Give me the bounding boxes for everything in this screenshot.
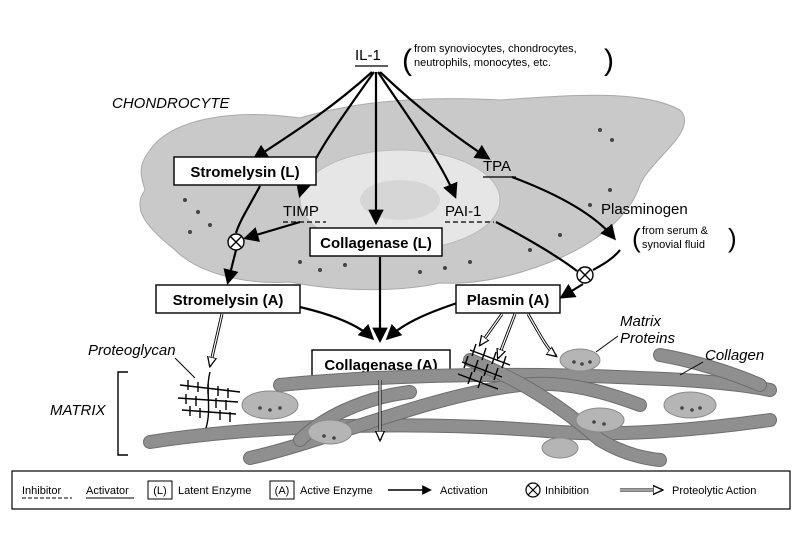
pai1-label: PAI-1 <box>445 203 481 220</box>
plasminogen-origin-line1: from serum & <box>642 225 709 237</box>
il1-origin-line1: from synoviocytes, chondrocytes, <box>414 43 577 55</box>
chondrocyte-label: CHONDROCYTE <box>112 95 230 112</box>
legend-latent-text: Latent Enzyme <box>178 485 251 497</box>
legend-inhibition: Inhibition <box>545 485 589 497</box>
matrix-label: MATRIX <box>50 402 107 419</box>
legend-inhibition-icon <box>525 482 541 498</box>
matrix-bracket <box>117 371 128 456</box>
collagen-label: Collagen <box>705 347 764 364</box>
plasminogen-origin-bracket-right: ) <box>728 223 737 253</box>
collagenase-latent-label: Collagenase (L) <box>320 235 432 252</box>
plasminogen-origin-bracket-left: ( <box>632 223 641 253</box>
plasmin-active-box <box>455 284 561 314</box>
plasminogen-label: Plasminogen <box>601 201 688 218</box>
matrix-proteins-label-line1: Matrix <box>620 313 661 330</box>
matrix-protein-globules <box>241 348 717 459</box>
collagen-pointer <box>679 361 704 376</box>
proteoglycan-right <box>457 343 511 390</box>
legend-latent-symbol-box <box>147 480 173 500</box>
matrix-proteins-pointer <box>595 335 619 353</box>
timp-label: TIMP <box>283 203 319 220</box>
il1-origin-bracket-right: ) <box>604 44 614 77</box>
proteoglycan-left <box>177 371 241 429</box>
legend-inhibitor: Inhibitor <box>22 485 61 497</box>
il1-origin-line2: neutrophils, monocytes, etc. <box>414 57 551 69</box>
legend-proteolytic: Proteolytic Action <box>672 485 756 497</box>
legend: Inhibitor Activator (L) Latent Enzyme (A… <box>11 470 791 510</box>
legend-active-symbol-box <box>269 480 295 500</box>
plasmin-active-label: Plasmin (A) <box>467 292 550 309</box>
matrix-proteins-label-line2: Proteins <box>620 330 676 347</box>
nucleolus <box>360 180 440 220</box>
cell-granules <box>183 128 614 274</box>
proteoglycan-pointer <box>174 357 196 379</box>
legend-active-text: Active Enzyme <box>300 485 373 497</box>
legend-latent-symbol: (L) <box>153 485 166 497</box>
plasminogen-origin-line2: synovial fluid <box>642 239 705 251</box>
inhibition-symbol-right <box>576 266 594 284</box>
proteoglycan-label: Proteoglycan <box>88 342 176 359</box>
inhibition-symbol-left <box>227 233 245 251</box>
tpa-label: TPA <box>483 158 511 175</box>
stromelysin-latent-box <box>173 156 317 186</box>
collagenase-latent-box <box>309 227 443 257</box>
legend-activation: Activation <box>440 485 488 497</box>
il1-label: IL-1 <box>355 47 381 64</box>
legend-active-symbol: (A) <box>275 485 290 497</box>
stromelysin-active-label: Stromelysin (A) <box>173 292 284 309</box>
stromelysin-active-box <box>155 284 301 314</box>
legend-activator: Activator <box>86 485 129 497</box>
stromelysin-latent-label: Stromelysin (L) <box>190 164 299 181</box>
il1-origin-bracket-left: ( <box>402 44 412 77</box>
proteolytic-arrows <box>210 313 556 440</box>
